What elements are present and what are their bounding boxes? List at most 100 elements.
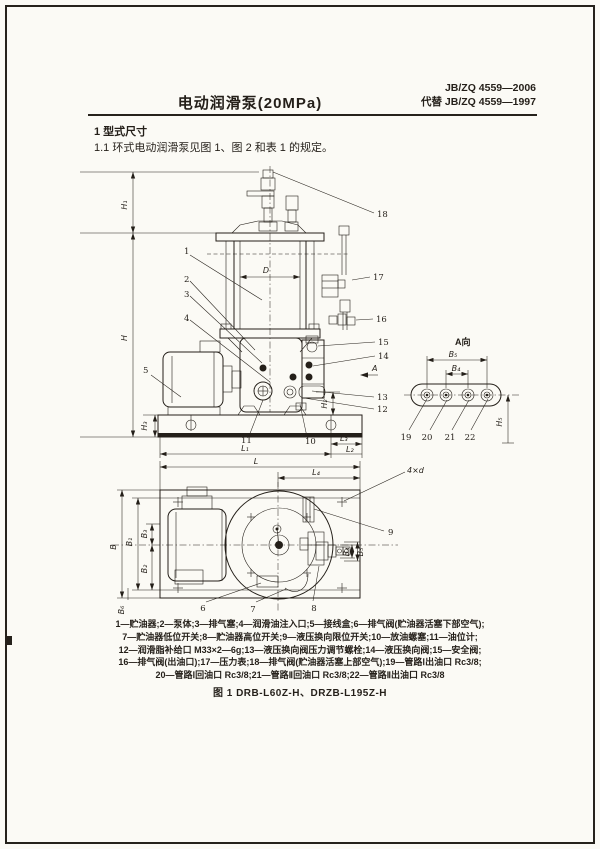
callout-5: 5 — [143, 366, 148, 376]
plan-turntable — [224, 490, 334, 600]
dim-B6: B₆ — [117, 588, 129, 614]
legend-line: 1—贮油器;2—泵体;3—排气塞;4—润滑油注入口;5—接线盒;6—排气阀(贮油… — [115, 619, 485, 629]
svg-text:B₁: B₁ — [125, 538, 134, 547]
dim-B: B — [109, 490, 125, 598]
elevation-view: 18 H₁ H — [80, 166, 389, 458]
callout-18: 18 — [377, 210, 388, 220]
svg-text:H₅: H₅ — [495, 417, 504, 426]
dim-H2: H₂ — [316, 391, 340, 415]
plan-base-plate — [159, 489, 361, 599]
callout-20: 20 — [422, 433, 433, 443]
svg-text:B₅: B₅ — [449, 350, 458, 359]
port-circles — [420, 388, 494, 402]
plan-switch-block — [299, 496, 325, 566]
dim-L: L — [160, 457, 360, 470]
legend-line: 12—润滑脂补给口 M33×2—6g;13—液压换向阀压力调节螺栓;14—液压换… — [118, 644, 482, 655]
leader-16 — [355, 318, 374, 321]
callout-9: 9 — [388, 528, 393, 538]
leader-6 — [205, 582, 262, 603]
pump-body — [219, 328, 326, 416]
header-rule — [88, 114, 537, 116]
mounting-holes-note: 4×d — [343, 466, 425, 502]
svg-text:D: D — [263, 266, 269, 275]
leader-5 — [150, 374, 182, 398]
view-a-detail: A向 B₅ B₄ — [401, 336, 520, 444]
leader-14 — [312, 355, 376, 367]
leader-9 — [313, 508, 385, 532]
dim-H: H — [80, 233, 158, 438]
pressure-gauge — [321, 225, 351, 330]
callout-3: 3 — [184, 290, 189, 300]
leader-21 — [451, 399, 470, 431]
svg-text:B₅: B₅ — [356, 548, 365, 557]
figure-caption: 图 1 DRB-L60Z-H、DRZB-L195Z-H — [212, 688, 388, 699]
dim-H1: H₁ — [80, 171, 259, 234]
dim-B5: B₅ — [426, 350, 488, 388]
leader-18 — [272, 171, 375, 214]
dim-L4: L₄ — [278, 468, 360, 481]
leader-19 — [408, 398, 428, 431]
view-a-direction-arrow: A — [360, 364, 378, 378]
dim-B2: B₂ — [140, 545, 155, 590]
svg-text:L₂: L₂ — [346, 445, 354, 454]
scan-artifact-mark — [5, 636, 12, 645]
vent-valve-assembly — [246, 169, 299, 232]
legend-line: 7—贮油器低位开关;8—贮油器高位开关;9—液压换向限位开关;10—放油螺塞;1… — [122, 631, 478, 642]
clause-text: 1.1 环式电动润滑泵见图 1、图 2 和表 1 的规定。 — [94, 142, 333, 154]
svg-text:L₁: L₁ — [241, 444, 249, 453]
leader-7 — [255, 588, 287, 603]
svg-text:B: B — [109, 544, 118, 550]
callout-19: 19 — [401, 433, 412, 443]
svg-text:H: H — [120, 335, 129, 341]
dim-H3: H₃ — [140, 414, 160, 437]
dim-L1: L₁ — [160, 444, 331, 457]
svg-text:4×d: 4×d — [407, 466, 425, 475]
plan-port-connector: B₄ B₅ — [315, 541, 365, 562]
callout-14: 14 — [378, 352, 389, 362]
callout-6: 6 — [200, 604, 205, 614]
leader-17 — [351, 276, 371, 281]
view-a-title: A向 — [455, 336, 471, 347]
scan-border-frame — [5, 5, 595, 844]
leader-13 — [311, 390, 375, 398]
dim-D: D — [240, 266, 300, 280]
callout-11: 11 — [241, 436, 252, 446]
svg-text:L: L — [254, 457, 258, 466]
leader-22 — [470, 398, 489, 431]
page-title: 电动润滑泵(20MPa) — [177, 95, 323, 112]
plan-view: L L₄ 4×d — [109, 457, 425, 615]
reservoir — [207, 220, 350, 330]
leader-8 — [312, 565, 320, 602]
callout-7: 7 — [250, 605, 255, 615]
callout-8: 8 — [311, 604, 316, 614]
leader-4 — [189, 319, 271, 383]
svg-text:B₄: B₄ — [452, 364, 461, 373]
base-plate — [157, 414, 363, 438]
dim-B4: B₄ — [445, 364, 469, 388]
svg-text:H₃: H₃ — [140, 421, 149, 430]
dim-B1: B₁ — [125, 498, 141, 590]
svg-text:L₄: L₄ — [312, 468, 320, 477]
svg-text:B₆: B₆ — [117, 605, 126, 614]
callout-15: 15 — [378, 338, 389, 348]
plan-motor — [167, 486, 227, 585]
leader-11 — [248, 399, 264, 437]
callout-2: 2 — [184, 275, 189, 285]
svg-text:B₂: B₂ — [140, 564, 149, 573]
leader-1 — [189, 254, 263, 301]
legend-line: 16—排气阀(出油口);17—压力表;18—排气阀(贮油器活塞上部空气);19—… — [118, 657, 482, 668]
motor — [162, 340, 242, 416]
callout-4: 4 — [184, 314, 189, 324]
callout-21: 21 — [445, 433, 456, 443]
callout-16: 16 — [376, 315, 387, 325]
svg-text:L₃: L₃ — [340, 434, 348, 443]
leader-2 — [189, 280, 256, 351]
callout-13: 13 — [377, 393, 388, 403]
leader-20 — [429, 399, 448, 431]
callout-1: 1 — [184, 247, 189, 257]
svg-text:B₄: B₄ — [342, 547, 351, 556]
dim-L3: L₃ — [331, 434, 362, 447]
figure-legend: 1—贮油器;2—泵体;3—排气塞;4—润滑油注入口;5—接线盒;6—排气阀(贮油… — [78, 618, 522, 682]
